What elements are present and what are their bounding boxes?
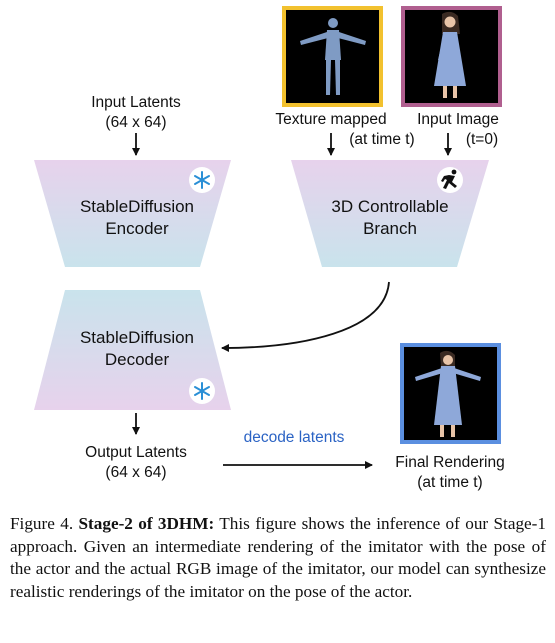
final-rendering-image xyxy=(400,343,501,444)
caption-title: Stage-2 of 3DHM: xyxy=(78,514,215,533)
texture-mapped-label: Texture mapped xyxy=(275,111,386,128)
branch-title: 3D Controllable xyxy=(331,197,448,216)
snowflake-icon xyxy=(189,167,215,193)
texture-mapped-time: (at time t) xyxy=(349,131,414,148)
input-latents-size: (64 x 64) xyxy=(105,114,166,131)
decoder-title: StableDiffusion xyxy=(80,328,194,347)
figure-caption: Figure 4. Stage-2 of 3DHM: This figure s… xyxy=(10,513,546,603)
encoder-subtitle: Encoder xyxy=(105,219,169,238)
decoder-block: StableDiffusion Decoder xyxy=(34,290,231,410)
running-icon xyxy=(437,167,463,193)
snowflake-icon xyxy=(189,378,215,404)
architecture-diagram: Input Latents (64 x 64) Texture mapped (… xyxy=(34,6,505,491)
decoder-subtitle: Decoder xyxy=(105,350,170,369)
controllable-branch-block: 3D Controllable Branch xyxy=(291,160,489,267)
input-latents-label: Input Latents xyxy=(91,94,181,111)
arrow-branch-to-decoder xyxy=(221,281,390,352)
branch-subtitle: Branch xyxy=(363,219,417,238)
output-latents-size: (64 x 64) xyxy=(105,464,166,481)
input-image xyxy=(401,6,502,107)
input-image-time: (t=0) xyxy=(466,131,498,148)
caption-body: This figure shows the inference of our S… xyxy=(10,514,546,601)
caption-prefix: Figure 4. xyxy=(10,514,79,533)
input-image-label: Input Image xyxy=(417,111,499,128)
final-rendering-time: (at time t) xyxy=(417,474,482,491)
final-rendering-label: Final Rendering xyxy=(395,454,504,471)
texture-mapped-image xyxy=(282,6,383,107)
encoder-title: StableDiffusion xyxy=(80,197,194,216)
output-latents-label: Output Latents xyxy=(85,444,187,461)
encoder-block: StableDiffusion Encoder xyxy=(34,160,231,267)
decode-latents-label: decode latents xyxy=(244,429,345,446)
